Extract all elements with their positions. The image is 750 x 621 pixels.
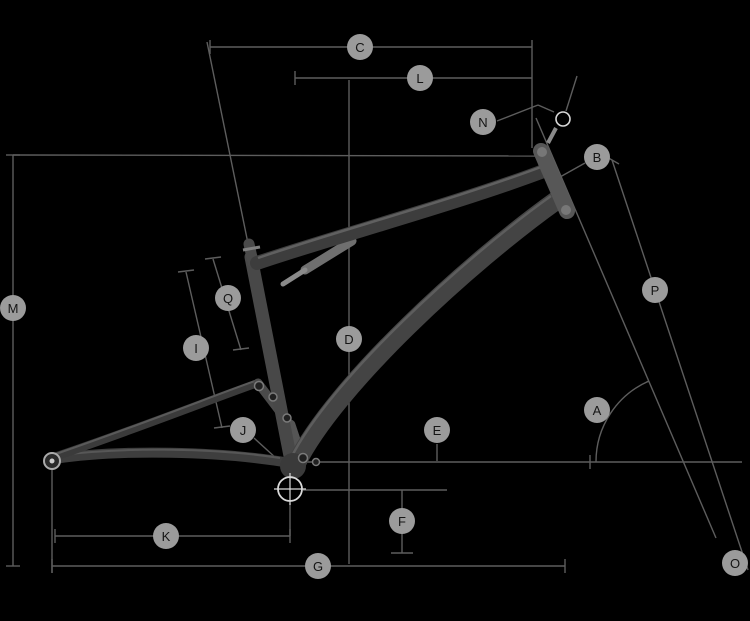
dimension-lines — [6, 40, 749, 573]
dim-label-d: D — [336, 326, 362, 352]
head-angle-arc — [595, 380, 650, 463]
top-tube — [250, 162, 556, 270]
dim-label-q: Q — [215, 285, 241, 311]
seat-tube — [244, 250, 299, 473]
dim-label-i: I — [183, 335, 209, 361]
dim-label-p: P — [642, 277, 668, 303]
seat-stay — [50, 379, 262, 461]
bike-frame — [49, 143, 575, 479]
head-tube — [533, 143, 575, 219]
down-tube — [286, 190, 567, 474]
dim-label-m: M — [0, 295, 26, 321]
dim-label-c: C — [347, 34, 373, 60]
bottom-bracket-crosshair — [274, 473, 306, 505]
dim-label-a: A — [584, 397, 610, 423]
dim-label-j: J — [230, 417, 256, 443]
chainstay — [49, 447, 295, 468]
dim-label-o: O — [722, 550, 748, 576]
dim-label-e: E — [424, 417, 450, 443]
dim-label-f: F — [389, 508, 415, 534]
dim-label-n: N — [470, 109, 496, 135]
rear-axle-marker — [43, 452, 61, 470]
dim-label-l: L — [407, 65, 433, 91]
dim-label-k: K — [153, 523, 179, 549]
rear-shock — [300, 236, 357, 275]
dim-label-b: B — [584, 144, 610, 170]
headset-stack-marker — [546, 111, 571, 144]
dim-label-g: G — [305, 553, 331, 579]
